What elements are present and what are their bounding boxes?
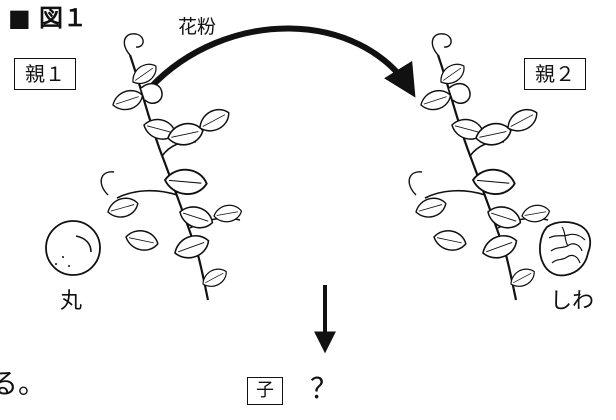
round-seed-label: 丸 xyxy=(60,289,83,314)
cut-off-text: る。 xyxy=(0,367,47,400)
child-label: 子 xyxy=(247,377,283,405)
parent2-plant-illustration xyxy=(408,33,552,301)
parent1-label: 親１ xyxy=(14,58,76,90)
wrinkled-seed-label: しわ xyxy=(550,289,595,314)
figure-title: ■ 図１ xyxy=(8,4,88,32)
parent2-label: 親２ xyxy=(524,58,586,90)
wrinkled-seed-icon xyxy=(539,221,592,277)
pollen-label: 花粉 xyxy=(178,16,217,38)
round-seed-icon xyxy=(45,220,101,276)
parent1-plant-illustration xyxy=(100,33,244,301)
pollen-transfer-arrow xyxy=(147,25,416,98)
offspring-question-mark: ？ xyxy=(310,372,339,405)
